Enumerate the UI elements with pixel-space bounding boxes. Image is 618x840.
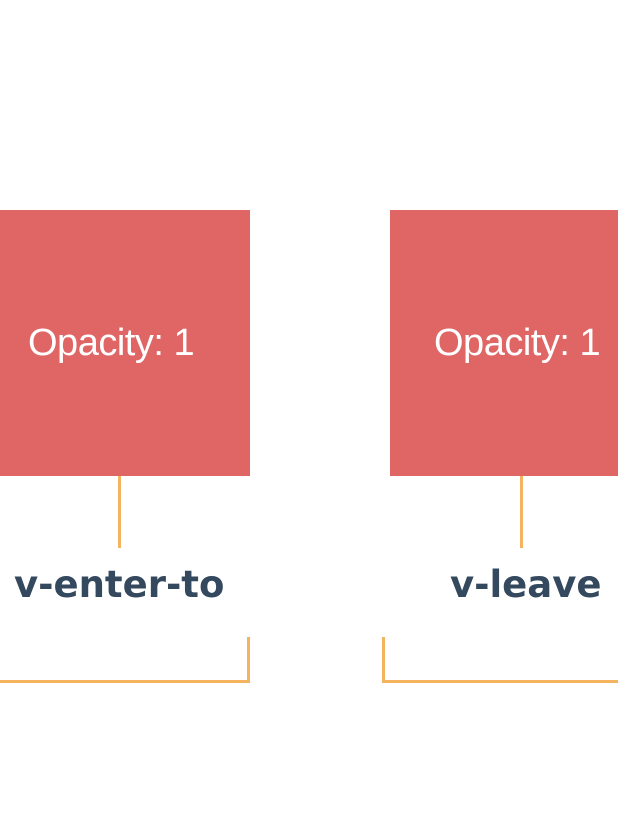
connector-line bbox=[118, 476, 121, 548]
connector-line bbox=[520, 476, 523, 548]
state-box-leave: Opacity: 1 bbox=[390, 210, 618, 476]
state-box-enter-to: Opacity: 1 bbox=[0, 210, 250, 476]
phase-bracket-enter bbox=[0, 637, 250, 683]
state-label-enter-to: v-enter-to bbox=[14, 563, 225, 606]
phase-bracket-leave bbox=[382, 637, 618, 683]
opacity-text: Opacity: 1 bbox=[434, 321, 601, 364]
opacity-text: Opacity: 1 bbox=[28, 321, 195, 364]
state-label-leave: v-leave bbox=[450, 563, 602, 606]
